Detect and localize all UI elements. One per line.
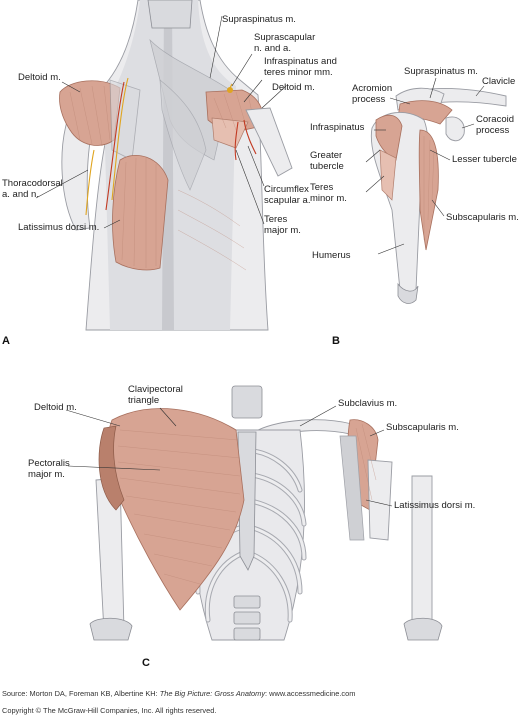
label-infraspinatus-a-line1: Infraspinatus and — [264, 56, 337, 67]
label-thoracodorsal-line2: a. and n. — [2, 189, 39, 200]
label-greater-tubercle-line2: tubercle — [310, 161, 344, 172]
panel-letter-a: A — [2, 335, 10, 347]
panel-c-leaders — [65, 405, 393, 507]
label-teres-minor-line2: minor m. — [310, 193, 347, 204]
label-subclavius: Subclavius m. — [338, 398, 397, 409]
panel-letter-b: B — [332, 335, 340, 347]
label-teres-major-line2: major m. — [264, 225, 301, 236]
label-coracoid-line1: Coracoid — [476, 114, 514, 125]
label-pectoralis-line1: Pectoralis — [28, 458, 70, 469]
label-subscapularis-c: Subscapularis m. — [386, 422, 459, 433]
label-clavipectoral-line1: Clavipectoral — [128, 384, 183, 395]
label-acromion-line1: Acromion — [352, 83, 392, 94]
label-lesser-tubercle: Lesser tubercle — [452, 154, 517, 165]
label-supraspinatus-b: Supraspinatus m. — [404, 66, 478, 77]
panel-letter-c: C — [142, 657, 150, 669]
copyright-notice: Copyright © The McGraw-Hill Companies, I… — [2, 706, 217, 715]
label-circumflex-line2: scapular a. — [264, 195, 310, 206]
label-deltoid-a-left: Deltoid m. — [18, 72, 61, 83]
label-suprascapular-a-line1: Suprascapular — [254, 32, 315, 43]
label-pectoralis-line2: major m. — [28, 469, 65, 480]
label-latissimus-a: Latissimus dorsi m. — [18, 222, 99, 233]
label-coracoid-line2: process — [476, 125, 510, 136]
label-acromion-line2: process — [352, 94, 386, 105]
panel-c-illustration — [89, 385, 443, 641]
label-deltoid-a-right: Deltoid m. — [272, 82, 315, 93]
source-suffix: : www.accessmedicine.com — [265, 689, 356, 698]
label-clavicle: Clavicle — [482, 76, 515, 87]
label-infraspinatus-b: Infraspinatus — [310, 122, 365, 133]
source-title: The Big Picture: Gross Anatomy — [159, 689, 266, 698]
panel-a-leaders — [35, 15, 287, 229]
label-supraspinatus-a: Supraspinatus m. — [222, 14, 296, 25]
panel-b-illustration — [370, 87, 507, 304]
label-infraspinatus-a-line2: teres minor mm. — [264, 67, 333, 78]
label-thoracodorsal-line1: Thoracodorsal — [2, 178, 63, 189]
label-subscapularis-b: Subscapularis m. — [446, 212, 519, 223]
label-humerus: Humerus — [312, 250, 351, 261]
label-teres-major-line1: Teres — [264, 214, 287, 225]
label-circumflex-line1: Circumflex — [264, 184, 309, 195]
label-clavipectoral-line2: triangle — [128, 395, 159, 406]
label-greater-tubercle-line1: Greater — [310, 150, 342, 161]
source-prefix: Source: Morton DA, Foreman KB, Albertine… — [2, 689, 160, 698]
panel-a-illustration — [59, 0, 293, 331]
label-suprascapular-a-line2: n. and a. — [254, 43, 291, 54]
source-citation: Source: Morton DA, Foreman KB, Albertine… — [2, 689, 356, 699]
label-deltoid-c: Deltoid m. — [34, 402, 77, 413]
panel-b-leaders — [365, 77, 485, 255]
label-teres-minor-line1: Teres — [310, 182, 333, 193]
label-latissimus-c: Latissimus dorsi m. — [394, 500, 475, 511]
